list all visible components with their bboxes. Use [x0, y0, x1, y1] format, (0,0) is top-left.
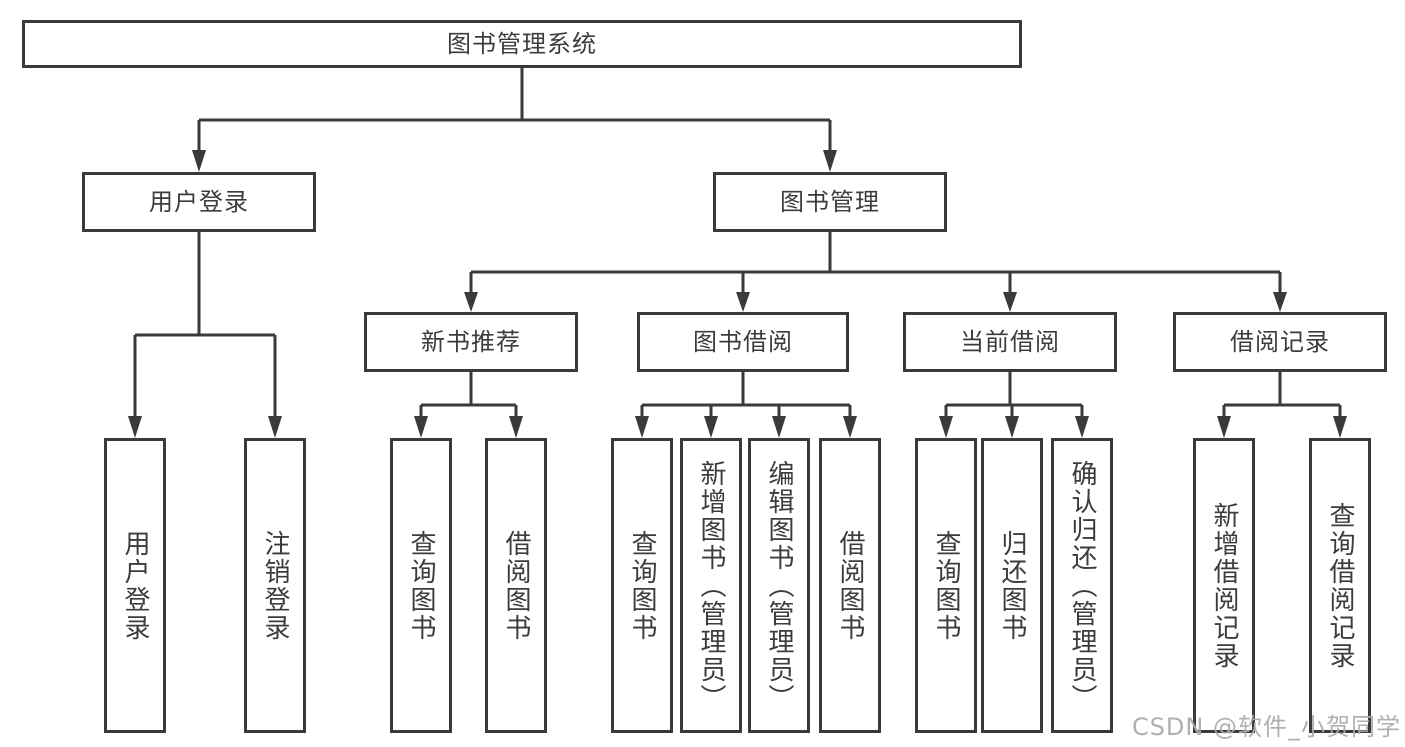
arrowhead: [635, 416, 649, 438]
leaf-recommend-borrow-books-label: 借阅图书: [501, 529, 531, 642]
node-current-borrow-label: 当前借阅: [960, 328, 1060, 356]
arrowhead: [268, 416, 282, 438]
arrowhead: [704, 416, 718, 438]
arrowhead: [192, 150, 206, 172]
node-borrow-records: 借阅记录: [1173, 312, 1387, 372]
node-root-label: 图书管理系统: [447, 30, 597, 58]
leaf-borrow-edit-books-admin: 编辑图书（管理员）: [748, 438, 810, 733]
connector-mgmt-to-level3: [464, 232, 1287, 312]
leaf-recommend-query-books-label: 查询图书: [406, 529, 436, 642]
leaf-user-login: 用户登录: [104, 438, 166, 733]
arrowhead: [1217, 416, 1231, 438]
leaf-recommend-borrow-books: 借阅图书: [485, 438, 547, 733]
leaf-logout-label: 注销登录: [260, 529, 290, 642]
connector-login-to-leaves: [128, 232, 282, 438]
leaf-current-query-books: 查询图书: [915, 438, 977, 733]
leaf-borrow-borrow-books-label: 借阅图书: [835, 529, 865, 642]
node-book-management: 图书管理: [713, 172, 947, 232]
connector-current-to-leaves: [939, 372, 1089, 438]
leaf-current-confirm-return-admin-label: 确认归还（管理员）: [1067, 459, 1097, 712]
node-book-borrow: 图书借阅: [637, 312, 849, 372]
arrowhead: [772, 416, 786, 438]
leaf-recommend-query-books: 查询图书: [390, 438, 452, 733]
arrowhead: [414, 416, 428, 438]
leaf-records-add-record: 新增借阅记录: [1193, 438, 1255, 733]
node-current-borrow: 当前借阅: [903, 312, 1117, 372]
leaf-current-query-books-label: 查询图书: [931, 529, 961, 642]
leaf-user-login-label: 用户登录: [120, 529, 150, 642]
leaf-borrow-edit-books-admin-label: 编辑图书（管理员）: [764, 459, 794, 712]
leaf-current-confirm-return-admin: 确认归还（管理员）: [1051, 438, 1113, 733]
leaf-borrow-query-books-label: 查询图书: [627, 529, 657, 642]
node-book-management-label: 图书管理: [780, 188, 880, 216]
leaf-borrow-add-books-admin: 新增图书（管理员）: [680, 438, 742, 733]
connector-root-to-level2: [192, 68, 837, 172]
arrowhead: [128, 416, 142, 438]
connector-borrow-to-leaves: [635, 372, 857, 438]
arrowhead: [823, 150, 837, 172]
arrowhead: [464, 292, 478, 312]
leaf-current-return-books: 归还图书: [981, 438, 1043, 733]
node-new-book-recommend: 新书推荐: [364, 312, 578, 372]
leaf-current-return-books-label: 归还图书: [997, 529, 1027, 642]
leaf-borrow-borrow-books: 借阅图书: [819, 438, 881, 733]
arrowhead: [843, 416, 857, 438]
connector-recommend-to-leaves: [414, 372, 523, 438]
arrowhead: [1075, 416, 1089, 438]
arrowhead: [736, 292, 750, 312]
leaf-records-query-record-label: 查询借阅记录: [1325, 501, 1355, 670]
node-new-book-recommend-label: 新书推荐: [421, 328, 521, 356]
leaf-borrow-add-books-admin-label: 新增图书（管理员）: [696, 459, 726, 712]
arrowhead: [1333, 416, 1347, 438]
node-root: 图书管理系统: [22, 20, 1022, 68]
arrowhead: [1273, 292, 1287, 312]
leaf-borrow-query-books: 查询图书: [611, 438, 673, 733]
arrowhead: [1003, 292, 1017, 312]
csdn-watermark: CSDN @软件_小贺同学: [1131, 713, 1401, 741]
node-user-login-label: 用户登录: [149, 188, 249, 216]
arrowhead: [509, 416, 523, 438]
connector-records-to-leaves: [1217, 372, 1347, 438]
node-book-borrow-label: 图书借阅: [693, 328, 793, 356]
leaf-records-add-record-label: 新增借阅记录: [1209, 501, 1239, 670]
leaf-records-query-record: 查询借阅记录: [1309, 438, 1371, 733]
leaf-logout: 注销登录: [244, 438, 306, 733]
arrowhead: [1005, 416, 1019, 438]
arrowhead: [939, 416, 953, 438]
node-borrow-records-label: 借阅记录: [1230, 328, 1330, 356]
node-user-login: 用户登录: [82, 172, 316, 232]
